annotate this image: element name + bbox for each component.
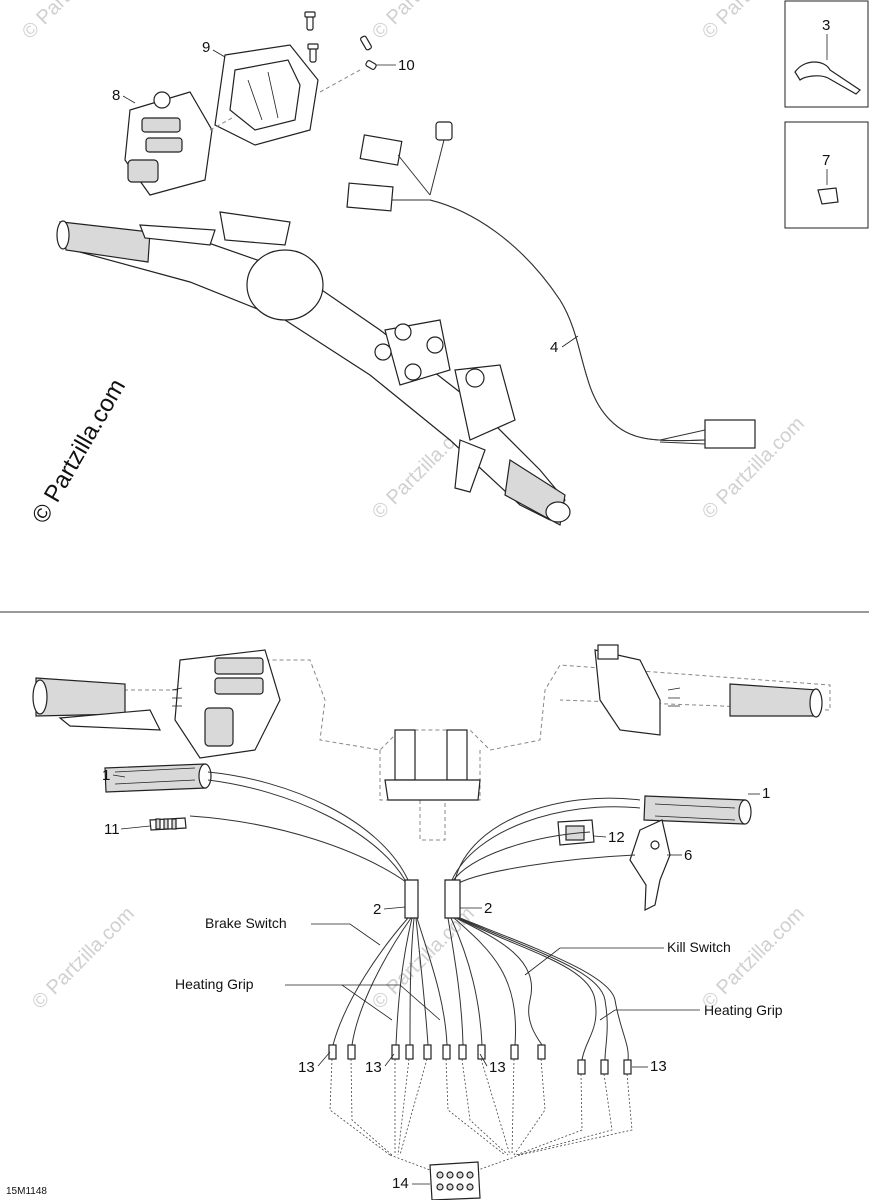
switch-assembly	[124, 91, 233, 196]
callout-4: 4	[550, 339, 558, 356]
callout-13-c: 13	[489, 1059, 506, 1076]
harness-wires	[189, 771, 641, 1171]
diagram-code: 15M1148	[6, 1186, 47, 1197]
copyright-text: © Partzilla.com	[27, 374, 131, 528]
label-brake-switch: Brake Switch	[205, 915, 287, 931]
callout-14: 14	[392, 1175, 409, 1192]
label-kill-switch: Kill Switch	[667, 939, 731, 955]
callout-11: 11	[104, 821, 120, 838]
callout-13-b: 13	[365, 1059, 382, 1076]
inset-clip: 7	[784, 121, 869, 229]
multi-pin-connector	[429, 1161, 481, 1200]
inset-cable-tie: 3	[784, 0, 869, 108]
heated-grip-left	[104, 763, 212, 793]
terminals	[328, 1044, 632, 1075]
label-heating-grip-left: Heating Grip	[175, 976, 254, 992]
handlebar-clamp	[384, 729, 481, 801]
screw-group	[304, 11, 377, 70]
callout-12: 12	[608, 829, 625, 846]
right-grip-throttle	[594, 644, 823, 736]
callout-6: 6	[684, 847, 692, 864]
watermark-8: © Partzilla.com	[698, 903, 809, 1014]
sensor-connector	[149, 817, 187, 831]
callout-9: 9	[202, 39, 210, 56]
callout-13-a: 13	[298, 1059, 315, 1076]
heated-grip-right	[643, 795, 752, 825]
callout-8: 8	[112, 87, 120, 104]
callout-7: 7	[822, 152, 830, 169]
callout-13-d: 13	[650, 1058, 667, 1075]
watermark-1: © Partzilla.com	[18, 0, 129, 44]
callout-3: 3	[822, 17, 830, 34]
watermark-6: © Partzilla.com	[28, 903, 139, 1014]
handlebar-assembly-top	[56, 211, 571, 526]
bottom-section: 1 1 11 12 6 2 2 Brake Switch Heating Gri…	[32, 644, 831, 1200]
callout-10: 10	[398, 57, 415, 74]
watermark-2: © Partzilla.com	[368, 0, 479, 44]
left-grip-switch	[32, 649, 281, 759]
brake-switch-lever	[629, 819, 671, 911]
callout-2-right: 2	[484, 900, 492, 917]
callout-1-left: 1	[102, 767, 110, 784]
callout-1-right: 1	[762, 785, 770, 802]
top-section: 9 10 8 4 3 7	[56, 0, 869, 526]
switch-housing-cover	[214, 44, 361, 146]
wiring-harness	[346, 121, 756, 449]
callout-2-left: 2	[373, 901, 381, 918]
label-heating-grip-right: Heating Grip	[704, 1002, 783, 1018]
